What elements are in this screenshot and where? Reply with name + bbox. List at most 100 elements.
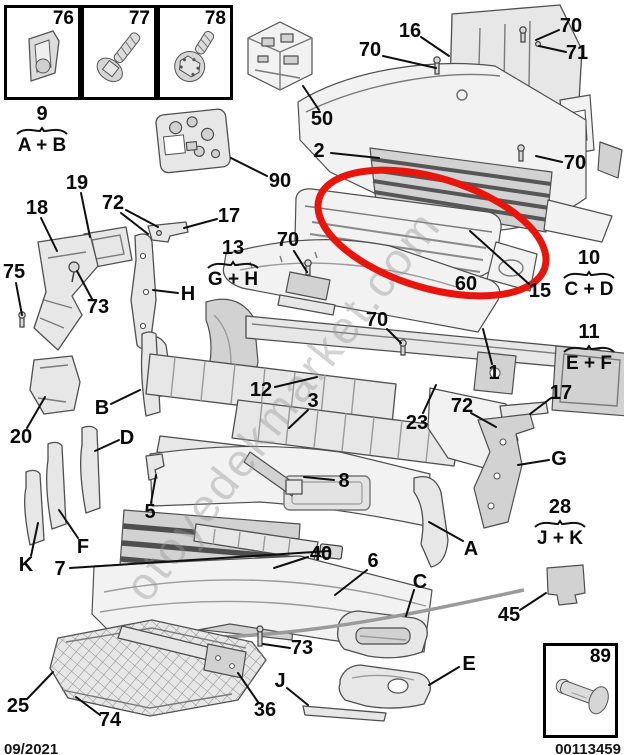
callout-72: 72 [101,192,125,214]
callout-1: 1 [488,362,500,384]
brace-icon [207,260,259,269]
callout-36: 36 [253,699,277,721]
brace-icon [563,344,615,353]
part-73-clip-left [68,261,80,283]
part-g-bracket [473,413,535,529]
brace-icon [16,126,68,135]
part-73-pin-bottom [256,625,264,647]
part-3-absorber [231,399,461,467]
callout-90: 90 [268,170,292,192]
callout-70: 70 [563,152,587,174]
flange-bolt-icon [174,30,215,82]
reference-number: 00113459 [555,741,621,755]
inset-box-number: 77 [128,8,150,29]
callout-16: 16 [398,20,422,42]
part-1-bumper-skin [222,239,501,333]
callout-72: 72 [450,395,474,417]
callout-60: 60 [454,273,478,295]
callout-12: 12 [249,379,273,401]
callout-70: 70 [276,229,300,251]
callout-C: C [412,571,428,593]
bolt-70-top-right [519,26,541,47]
callout-70: 70 [559,15,583,37]
callout-70: 70 [365,309,389,331]
inset-box-number: 78 [204,8,226,29]
callout-23: 23 [405,412,429,434]
part-7-clip [318,543,344,560]
inset-box-number: 76 [52,8,74,29]
leader-lines [15,29,567,716]
rivet-icon [555,678,609,715]
callout-G: G [551,448,567,470]
callout-K: K [18,554,34,576]
callout-25: 25 [6,695,30,717]
callout-50: 50 [310,108,334,130]
callout-45: 45 [497,604,521,626]
callout-17: 17 [217,205,241,227]
part-mount-bracket-70 [277,259,336,316]
group-label-13-gh: 13 G + H [207,238,259,290]
inset-box-number: 89 [589,646,611,667]
callout-18: 18 [25,197,49,219]
group-number: 10 [577,247,601,269]
group-letters: G + H [207,269,259,290]
callout-17: 17 [549,382,573,404]
part-k-strip [24,469,45,546]
group-letters: E + F [566,353,612,374]
inset-box-78: 78 [157,5,233,100]
callout-F: F [76,536,90,558]
screw-icon [96,32,141,82]
group-label-10-cd: 10 C + D [563,248,615,300]
group-letters: J + K [537,528,583,549]
group-letters: C + D [564,279,614,300]
bolt-70-mid-right [517,144,525,162]
part-j-strip [302,705,387,722]
callout-H: H [180,283,196,305]
part-45-plate [546,564,586,606]
group-number: 9 [36,103,48,125]
callout-A: A [463,538,479,560]
part-18-air-duct [33,233,99,351]
part-20-corner-bracket [29,355,81,415]
part-a-strip [413,475,449,568]
inset-box-77: 77 [81,5,157,100]
callout-2: 2 [313,140,325,162]
callout-3: 3 [307,390,319,412]
callout-19: 19 [65,172,89,194]
bolt-70-top-left [433,56,441,75]
callout-73: 73 [86,296,110,318]
brace-icon [534,519,586,528]
part-d-strip [80,425,101,514]
date-code: 09/2021 [4,741,59,755]
group-label-28-jk: 28 J + K [534,497,586,549]
part-8-rail [243,451,303,497]
callout-71: 71 [565,42,589,64]
group-label-11-ef: 11 E + F [563,322,615,374]
clip-nut-icon [27,30,60,82]
part-23-crash-beam [245,315,624,417]
group-label-9-ab: 9 A + B [16,104,68,156]
part-c-fog-bezel [336,610,428,659]
part-h-bracket [130,233,157,350]
group-number: 11 [578,321,600,343]
callout-7: 7 [54,558,66,580]
callout-73: 73 [290,637,314,659]
inset-box-89: 89 [543,643,618,738]
callout-70: 70 [358,39,382,61]
callout-8: 8 [338,470,350,492]
group-letters: A + B [17,135,67,156]
brace-icon [563,270,615,279]
part-90-kit-box [155,108,231,174]
part-e-fog-bezel [338,664,431,709]
callout-74: 74 [98,709,122,731]
callout-20: 20 [9,426,33,448]
callout-D: D [119,427,135,449]
part-25-undertray [49,619,267,717]
callout-75: 75 [2,261,26,283]
part-f-strip [46,441,67,530]
highlight-ellipse [314,166,550,300]
callout-5: 5 [144,501,156,523]
callout-40: 40 [309,543,333,565]
